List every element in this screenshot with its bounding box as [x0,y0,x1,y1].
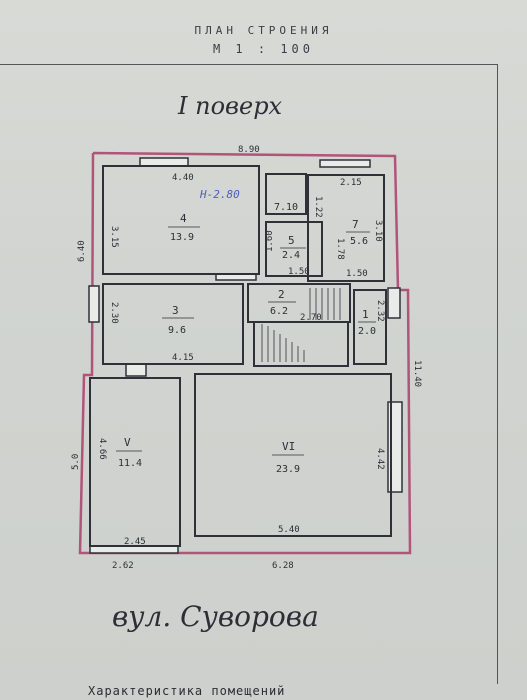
room4-dim-width: 4.40 [172,173,194,183]
room6-area: 7.10 [274,202,298,213]
dim-left-height: 6.40 [77,240,87,262]
roomV-number: V [124,436,131,449]
room1-dim-height: 2.32 [375,300,385,322]
room3-number: 3 [172,304,179,317]
roomVI-number: VI [282,440,295,453]
window-marks [88,157,403,554]
room7-dim-a: 1.22 [313,196,323,218]
room7-area: 5.6 [350,236,368,247]
stair-hatching [261,288,341,362]
room5-number: 5 [288,234,295,247]
dim-left-lower-height: 5.0 [71,454,81,470]
room3-dim-height: 2.30 [109,302,119,324]
room1-number: 1 [362,308,369,321]
room3-dim-width: 4.15 [172,353,194,363]
room4-area: 13.9 [170,232,194,243]
room2-dim-width: 2.70 [300,313,322,323]
roomVI-dim-height: 4.42 [375,448,385,470]
footer-heading: Характеристика помещений [88,684,286,698]
dim-top-width: 8.90 [238,145,260,155]
dim-bottom-width: 6.28 [272,561,294,571]
outer-walls [78,151,412,555]
room7-dim-width: 2.15 [340,178,362,188]
room7-dim-bottom: 1.50 [346,269,368,279]
roomV-area: 11.4 [118,458,142,469]
room7-dim-c: 1.78 [335,238,345,260]
room5-dim-width: 1.50 [288,267,310,277]
room4-number: 4 [180,212,187,225]
room7-number: 7 [352,218,359,231]
room5-area: 2.4 [282,250,300,261]
roomVI-dim-width: 5.40 [278,525,300,535]
dim-bottom-left-width: 2.62 [112,561,134,571]
height-note: Н-2.80 [199,188,240,201]
inner-walls [89,165,392,547]
room3-area: 9.6 [168,325,186,336]
street-label: вул. Суворова [112,600,319,633]
frame-right-line [497,64,498,684]
document-title: ПЛАН СТРОЕНИЯ [194,24,333,37]
roomVI-area: 23.9 [276,464,300,475]
roomV-dim-height: 4.66 [97,438,107,460]
dim-right-height: 11.40 [412,360,422,387]
room2-number: 2 [278,288,285,301]
room4-dim-height: 3.15 [109,226,119,248]
document-scale: М 1 : 100 [212,42,315,56]
room2-area: 6.2 [270,306,288,317]
floor-label: I поверх [178,92,283,120]
room1-area: 2.0 [358,326,376,337]
frame-top-line [0,64,498,65]
roomV-dim-width: 2.45 [124,537,146,547]
room5-dim-height: 1.60 [265,230,275,252]
room7-dim-b: 3.10 [373,220,383,242]
